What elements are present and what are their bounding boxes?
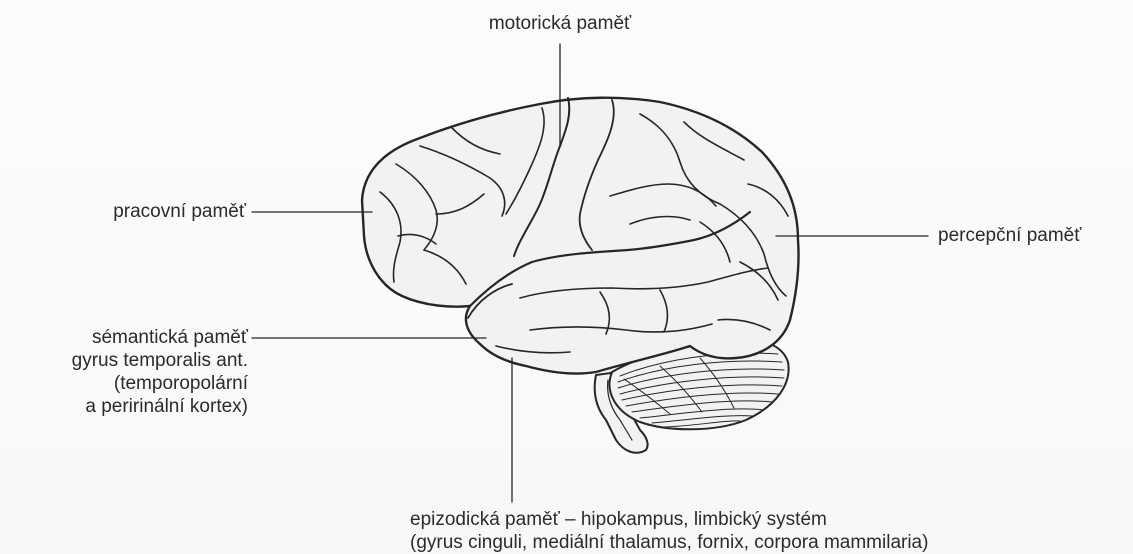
working-memory-label: pracovní paměť <box>40 200 246 223</box>
semantic-line-3: (temporopolární <box>4 372 248 395</box>
episodic-line-2: (gyrus cinguli, mediální thalamus, forni… <box>410 531 928 554</box>
semantic-line-1: sémantická paměť <box>4 326 248 349</box>
episodic-memory-label: epizodická paměť – hipokampus, limbický … <box>410 508 928 554</box>
cerebrum <box>362 98 799 374</box>
perceptual-memory-label: percepční paměť <box>938 224 1081 247</box>
semantic-line-4: a peririnální kortex) <box>4 395 248 418</box>
motor-memory-label: motorická paměť <box>440 12 680 35</box>
episodic-line-1: epizodická paměť – hipokampus, limbický … <box>410 508 928 531</box>
semantic-memory-label: sémantická paměť gyrus temporalis ant. (… <box>4 326 248 418</box>
semantic-line-2: gyrus temporalis ant. <box>4 349 248 372</box>
